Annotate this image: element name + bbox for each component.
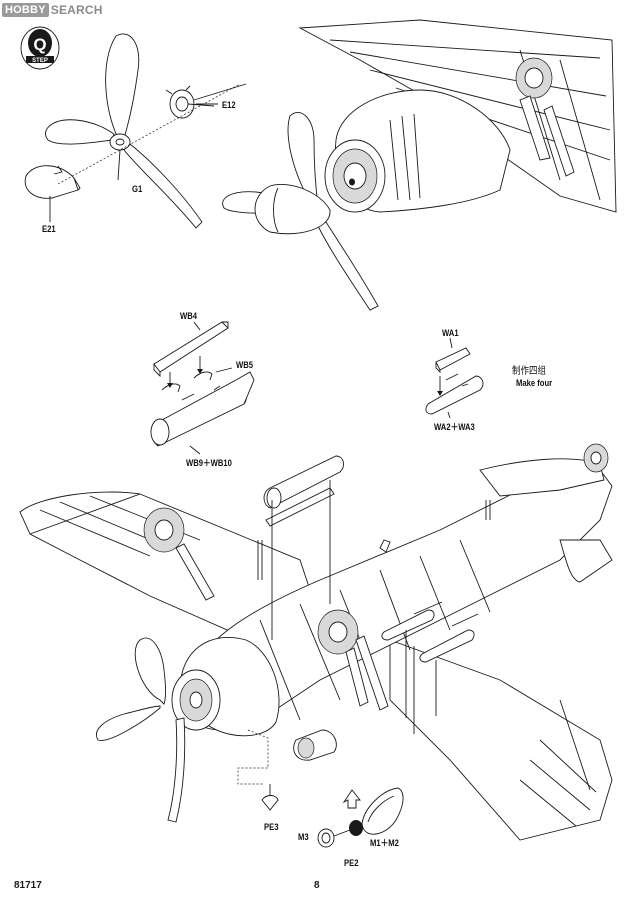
label-pe2: PE2 (344, 858, 359, 868)
watermark: HOBBY SEARCH (2, 2, 103, 18)
part-pe2 (349, 820, 363, 836)
rack-wa1 (435, 347, 471, 371)
aircraft-underside-view (19, 443, 613, 848)
wing-rack-assembly (425, 347, 484, 415)
label-g1: G1 (132, 184, 143, 194)
note-english: Make four (516, 378, 553, 388)
label-pe3: PE3 (264, 822, 279, 832)
propeller-exploded (24, 33, 247, 229)
spinner-cone (254, 184, 331, 235)
propeller-blade (287, 111, 319, 207)
step-badge: Q STEP (20, 26, 60, 70)
watermark-text: SEARCH (50, 3, 103, 17)
step-letter: Q (33, 35, 46, 54)
rail-wb4 (153, 321, 229, 373)
label-wb5: WB5 (236, 360, 253, 370)
label-wa1: WA1 (442, 328, 459, 338)
label-wb4: WB4 (180, 311, 197, 321)
part-m1-m2 (361, 787, 404, 835)
label-wa2-wa3: WA2＋WA3 (434, 422, 475, 432)
rack-wa2-wa3 (425, 375, 484, 415)
part-pe3 (261, 795, 279, 811)
kit-number: 81717 (14, 880, 42, 891)
propeller-blade (134, 637, 166, 705)
rocket-launcher-assembly (150, 321, 255, 447)
propeller-blade (123, 143, 203, 229)
spinner-cone (24, 165, 79, 199)
propeller-blade (96, 705, 161, 741)
propeller-blade (105, 33, 140, 139)
label-m3: M3 (298, 832, 309, 842)
propeller-blade (45, 119, 115, 145)
propeller-blade (317, 221, 379, 311)
nose-assembly-view (222, 19, 617, 311)
label-e12: E12 (222, 100, 236, 110)
watermark-logo: HOBBY (2, 3, 49, 17)
label-e21: E21 (42, 224, 56, 234)
step-label: STEP (32, 58, 48, 64)
page-number: 8 (314, 880, 320, 891)
label-m1-m2: M1＋M2 (370, 838, 399, 848)
propeller-blade (167, 717, 186, 823)
label-wb9-wb10: WB9＋WB10 (186, 458, 232, 468)
rocket-tube (263, 455, 344, 509)
note-chinese: 制作四组 (512, 366, 546, 377)
